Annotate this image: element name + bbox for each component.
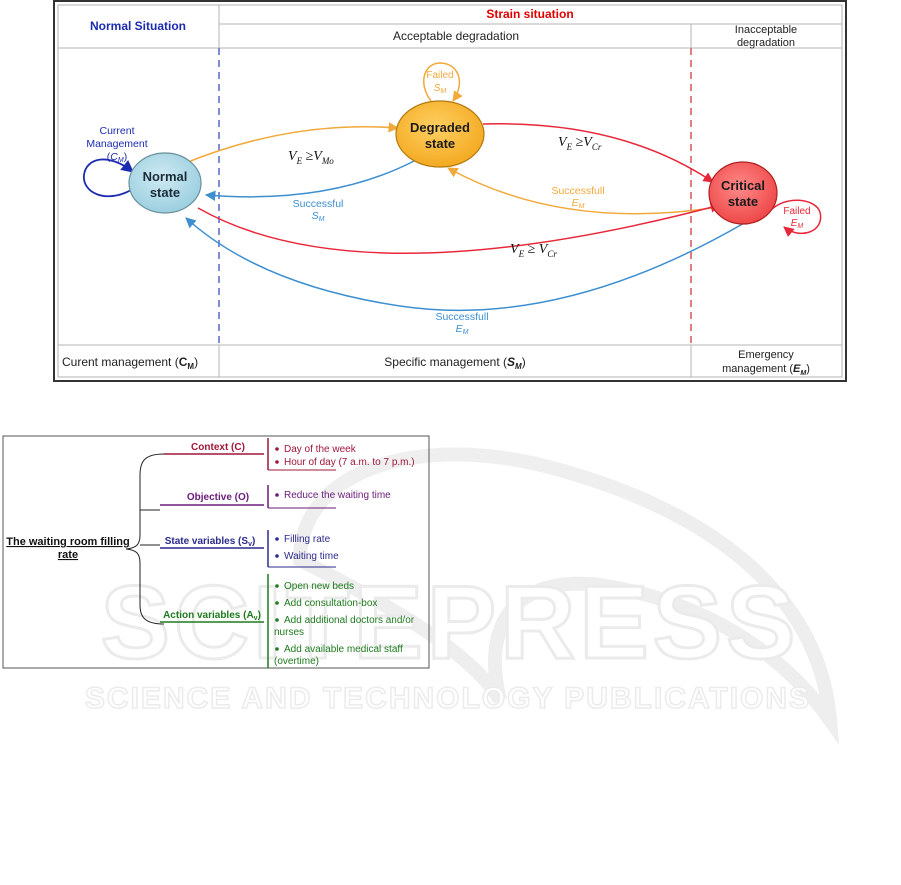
context-item-1: Day of the week <box>284 444 357 455</box>
action-item-4a: Add available medical staff <box>284 644 403 655</box>
critical-state-node <box>708 161 778 225</box>
header-strain-situation: Strain situation <box>486 7 573 21</box>
header-acceptable-degradation: Acceptable degradation <box>393 29 519 43</box>
state-item-2: Waiting time <box>284 551 339 562</box>
critical-state-l1: Critical <box>721 178 765 193</box>
state-diagram: Normal Situation Strain situation Accept… <box>53 0 847 382</box>
tree-brace <box>125 453 165 625</box>
watermark-subtitle: SCIENCE AND TECHNOLOGY PUBLICATIONS <box>85 682 811 715</box>
context-title: Context (C) <box>191 442 245 453</box>
normal-state-l1: Normal <box>143 169 188 184</box>
arrow-degraded-to-critical <box>482 123 714 183</box>
action-title: Action variables (Av) <box>163 610 261 622</box>
degraded-state-node <box>395 100 485 168</box>
watermark-title: SCITEPRESS <box>101 565 800 681</box>
label-current-l3: (CM) <box>107 151 127 164</box>
frame-inner <box>57 4 843 378</box>
footer-emergency-l1: Emergency <box>738 349 794 361</box>
condition-ve-vmo: VE ≥VMo <box>288 149 334 166</box>
watermark: SCITEPRESS SCIENCE AND TECHNOLOGY PUBLIC… <box>84 447 840 745</box>
label-successfull-em-bottom-l2: EM <box>456 323 469 336</box>
arrow-normal-to-critical <box>197 202 722 254</box>
label-failed-sm-l1: Failed <box>426 70 453 81</box>
header-inacceptable-l2: degradation <box>737 37 795 49</box>
normal-state-l2: state <box>150 185 180 200</box>
objective-item-1: Reduce the waiting time <box>284 490 391 501</box>
label-failed-em-l1: Failed <box>783 206 810 217</box>
tree-diagram: The waiting room filling rate Context (C… <box>2 435 430 669</box>
arrow-degraded-to-normal <box>204 159 417 201</box>
header-normal-situation: Normal Situation <box>90 19 186 33</box>
condition-ve-vcr-top: VE ≥VCr <box>558 135 602 152</box>
label-current-l1: Current <box>99 125 134 137</box>
root-label-l2: rate <box>58 549 78 561</box>
footer-specific-management: Specific management (SM) <box>384 355 525 371</box>
normal-state-node <box>128 152 202 214</box>
action-item-4b: (overtime) <box>274 656 319 667</box>
arrow-critical-to-degraded <box>447 167 713 215</box>
context-item-2: Hour of day (7 a.m. to 7 p.m.) <box>284 457 415 468</box>
state-item-1: Filling rate <box>284 534 331 545</box>
footer-current-management: Curent management (CM) <box>62 355 198 371</box>
condition-ve-vcr-bottom: VE ≥ VCr <box>510 242 557 259</box>
label-successfull-em-top-l2: EM <box>572 197 585 210</box>
arrow-normal-to-degraded <box>182 122 400 165</box>
objective-title: Objective (O) <box>187 492 249 503</box>
loop-current-management <box>83 158 134 198</box>
footer-emergency-l2: management (EM) <box>722 363 810 377</box>
action-item-3b: nurses <box>274 627 304 638</box>
label-successful-sm-l2: SM <box>312 210 325 223</box>
degraded-state-l2: state <box>425 136 455 151</box>
root-label-l1: The waiting room filling <box>6 536 129 548</box>
arrow-critical-to-normal <box>185 217 747 312</box>
action-item-2: Add consultation-box <box>284 598 377 609</box>
tree-diagram-frame <box>2 435 430 669</box>
label-current-l2: Management <box>86 138 147 150</box>
action-item-3a: Add additional doctors and/or <box>284 615 415 626</box>
label-successfull-em-bottom-l1: Successfull <box>435 311 488 323</box>
critical-state-l2: state <box>728 194 758 209</box>
label-successful-sm-l1: Successful <box>293 198 344 210</box>
action-item-1: Open new beds <box>284 581 354 592</box>
state-title: State variables (Sv) <box>165 536 256 548</box>
label-successfull-em-top-l1: Successfull <box>551 185 604 197</box>
header-inacceptable-l1: Inacceptable <box>735 24 797 36</box>
watermark-swoosh <box>292 447 840 745</box>
label-failed-sm-l2: SM <box>434 83 447 95</box>
degraded-state-l1: Degraded <box>410 120 470 135</box>
label-failed-em-l2: EM <box>791 218 804 230</box>
loop-failed-sm <box>422 62 463 102</box>
loop-failed-em <box>769 199 822 238</box>
